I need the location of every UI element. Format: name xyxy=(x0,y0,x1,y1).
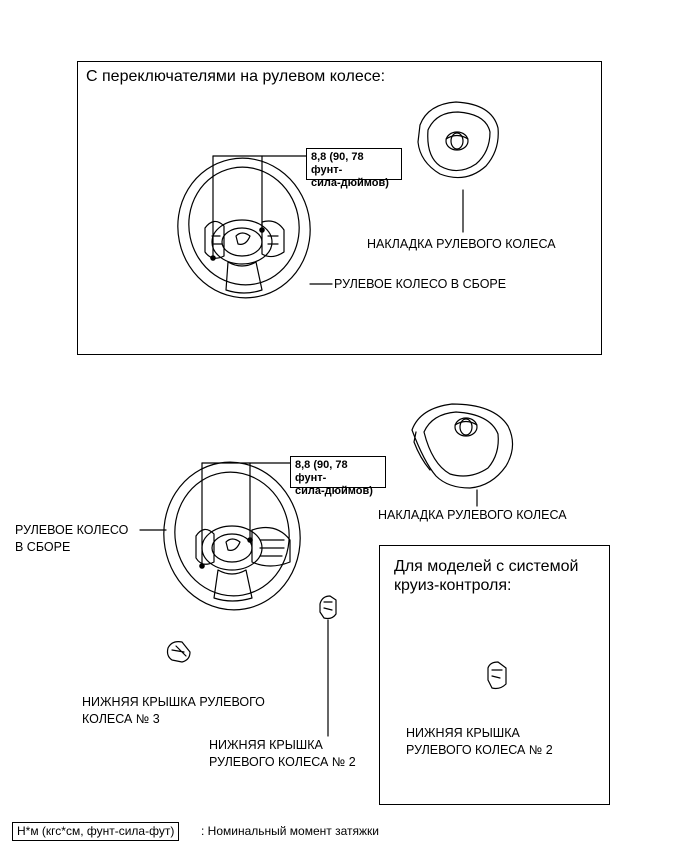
switch-models-panel xyxy=(77,61,602,355)
lower-cover-2-part xyxy=(319,595,337,620)
pad-label-top: НАКЛАДКА РУЛЕВОГО КОЛЕСА xyxy=(367,237,556,251)
wheel-label-bottom-line1: РУЛЕВОЕ КОЛЕСО xyxy=(15,523,129,537)
torque-leader-top xyxy=(210,155,307,261)
cruise-title-line1: Для моделей с системой xyxy=(394,558,579,575)
cover3-label-line1: НИЖНЯЯ КРЫШКА РУЛЕВОГО xyxy=(82,695,265,709)
torque-unit-box: Н*м (кгс*см, фунт-сила-фут) xyxy=(12,822,180,841)
torque-unit-description: : Номинальный момент затяжки xyxy=(201,824,379,838)
cruise-cover2-label-line2: РУЛЕВОГО КОЛЕСА № 2 xyxy=(406,743,553,757)
wheel-label-bottom-line2: В СБОРЕ xyxy=(15,540,71,554)
cruise-models-panel xyxy=(379,545,610,805)
torque-spec-bottom: 8,8 (90, 78 фунт- сила-дюймов) xyxy=(290,456,386,497)
cover3-label-line2: КОЛЕСА № 3 xyxy=(82,712,160,726)
switch-models-title: С переключателями на рулевом колесе: xyxy=(86,68,386,85)
torque-leader-bottom xyxy=(199,462,291,569)
pad-label-bottom: НАКЛАДКА РУЛЕВОГО КОЛЕСА xyxy=(378,508,567,522)
wheel-label-top: РУЛЕВОЕ КОЛЕСО В СБОРЕ xyxy=(334,277,507,291)
steering-wheel-top xyxy=(177,157,311,299)
steering-pad-bottom xyxy=(411,403,514,489)
lower-cover-3-part xyxy=(166,641,191,663)
cruise-title-line2: круиз-контроля: xyxy=(394,577,512,594)
cover2-label-line1: НИЖНЯЯ КРЫШКА xyxy=(209,738,323,752)
steering-wheel-bottom xyxy=(163,461,301,611)
steering-pad-top xyxy=(417,101,499,179)
cruise-cover2-label-line1: НИЖНЯЯ КРЫШКА xyxy=(406,726,520,740)
cruise-lower-cover-2-part xyxy=(487,661,507,690)
cover2-label-line2: РУЛЕВОГО КОЛЕСА № 2 xyxy=(209,755,356,769)
torque-spec-top: 8,8 (90, 78 фунт- сила-дюймов) xyxy=(306,148,402,189)
